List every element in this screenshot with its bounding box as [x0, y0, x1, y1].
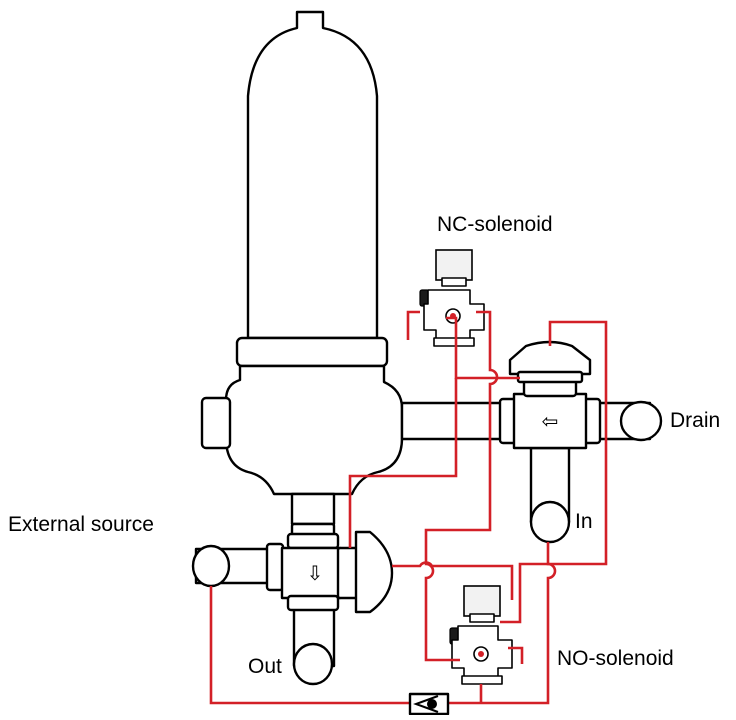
nc-solenoid-label: NC-solenoid [437, 213, 553, 236]
check-valve [408, 692, 450, 716]
nc-solenoid-valve [419, 249, 485, 347]
in-label: In [575, 510, 593, 533]
no-solenoid-label: NO-solenoid [557, 647, 674, 670]
backflush-valve [498, 340, 602, 450]
flow-down-arrow-icon: ⇩ [307, 561, 324, 585]
inlet-pipe [529, 440, 571, 544]
out-label: Out [248, 655, 282, 678]
control-tubing [209, 310, 608, 705]
flow-left-arrow-icon: ⇦ [542, 409, 559, 433]
filter-housing [200, 10, 404, 526]
no-solenoid-valve [449, 585, 513, 685]
outlet-assembly [191, 522, 394, 686]
drain-label: Drain [670, 409, 721, 432]
external-source-label: External source [8, 513, 154, 536]
